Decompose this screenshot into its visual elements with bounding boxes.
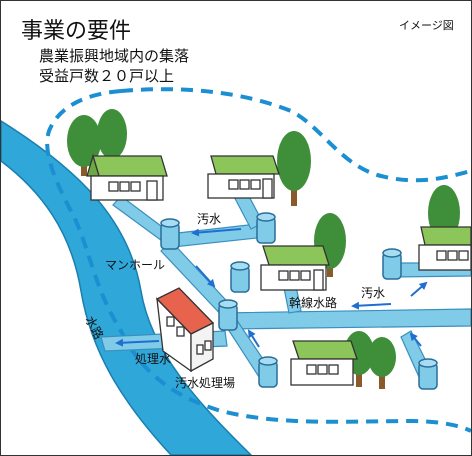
manhole-4 [218,299,238,331]
house-5 [290,340,358,386]
house-1 [86,153,168,201]
label-sewage-right: 汚水 [361,286,385,300]
requirement-1: 農業振興地域内の集落 [39,47,190,65]
manhole-3 [230,261,250,293]
requirement-2: 受益戸数２０戸以上 [39,67,175,85]
houses [86,153,471,386]
manhole-5 [382,248,402,280]
manhole-1 [160,218,180,250]
image-note: イメージ図 [399,19,454,32]
page-title: 事業の要件 [21,19,132,44]
service-area-boundary-top [120,87,471,183]
tree-3 [277,131,311,206]
tree-7 [368,337,396,389]
label-treatment-plant: 汚水処理場 [175,376,235,390]
flow-arrows [115,228,428,348]
manhole-6 [258,356,278,388]
tree-1 [67,115,101,176]
house-4 [418,226,471,271]
manholes [160,212,438,390]
label-treated-water: 処理水 [135,352,171,366]
river [1,120,253,455]
house-3 [260,245,330,291]
label-manhole: マンホール [105,258,165,272]
label-sewage-top: 汚水 [197,212,221,226]
manhole-2 [256,212,276,244]
manhole-7 [418,358,438,390]
service-area-boundary [45,89,471,433]
label-main-line: 幹線水路 [289,295,337,310]
house-2 [207,155,280,199]
treatment-plant-building [155,287,215,373]
